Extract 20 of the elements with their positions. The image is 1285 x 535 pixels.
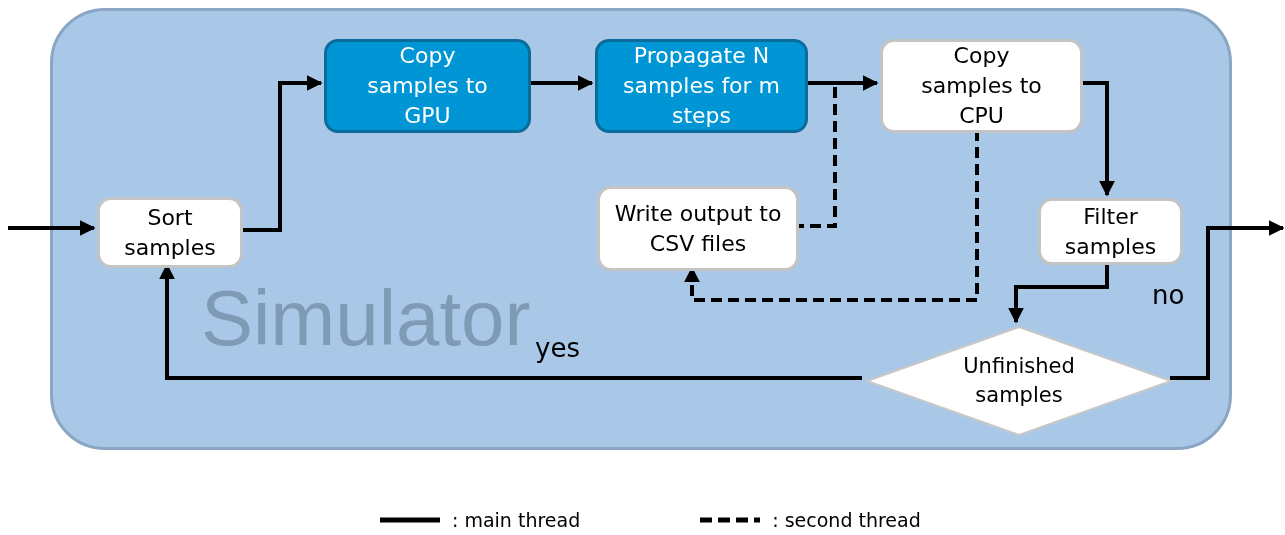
- process-box: [97, 197, 243, 268]
- process-label: Propagate N samples for m steps: [621, 42, 782, 130]
- process-label: Copy samples to CPU: [920, 42, 1043, 130]
- process-box: [880, 39, 1083, 133]
- legend-label: : main thread: [452, 508, 581, 533]
- process-box: [324, 39, 531, 133]
- process-label: Write output to CSV files: [613, 199, 783, 258]
- edge-label: yes: [535, 335, 580, 361]
- process-label: Sort samples: [123, 203, 217, 262]
- decision-diamond: [865, 325, 1173, 437]
- process-box: [597, 186, 799, 271]
- process-box: [1038, 198, 1183, 265]
- legend-label: : second thread: [772, 508, 921, 533]
- process-box: [595, 39, 808, 133]
- arrow: [1170, 220, 1285, 380]
- edge-label: no: [1152, 282, 1185, 308]
- process-label: Copy samples to GPU: [366, 42, 489, 130]
- decision-label: Unfinished samples: [962, 353, 1076, 409]
- process-label: Filter samples: [1063, 202, 1158, 261]
- arrow: [8, 220, 96, 236]
